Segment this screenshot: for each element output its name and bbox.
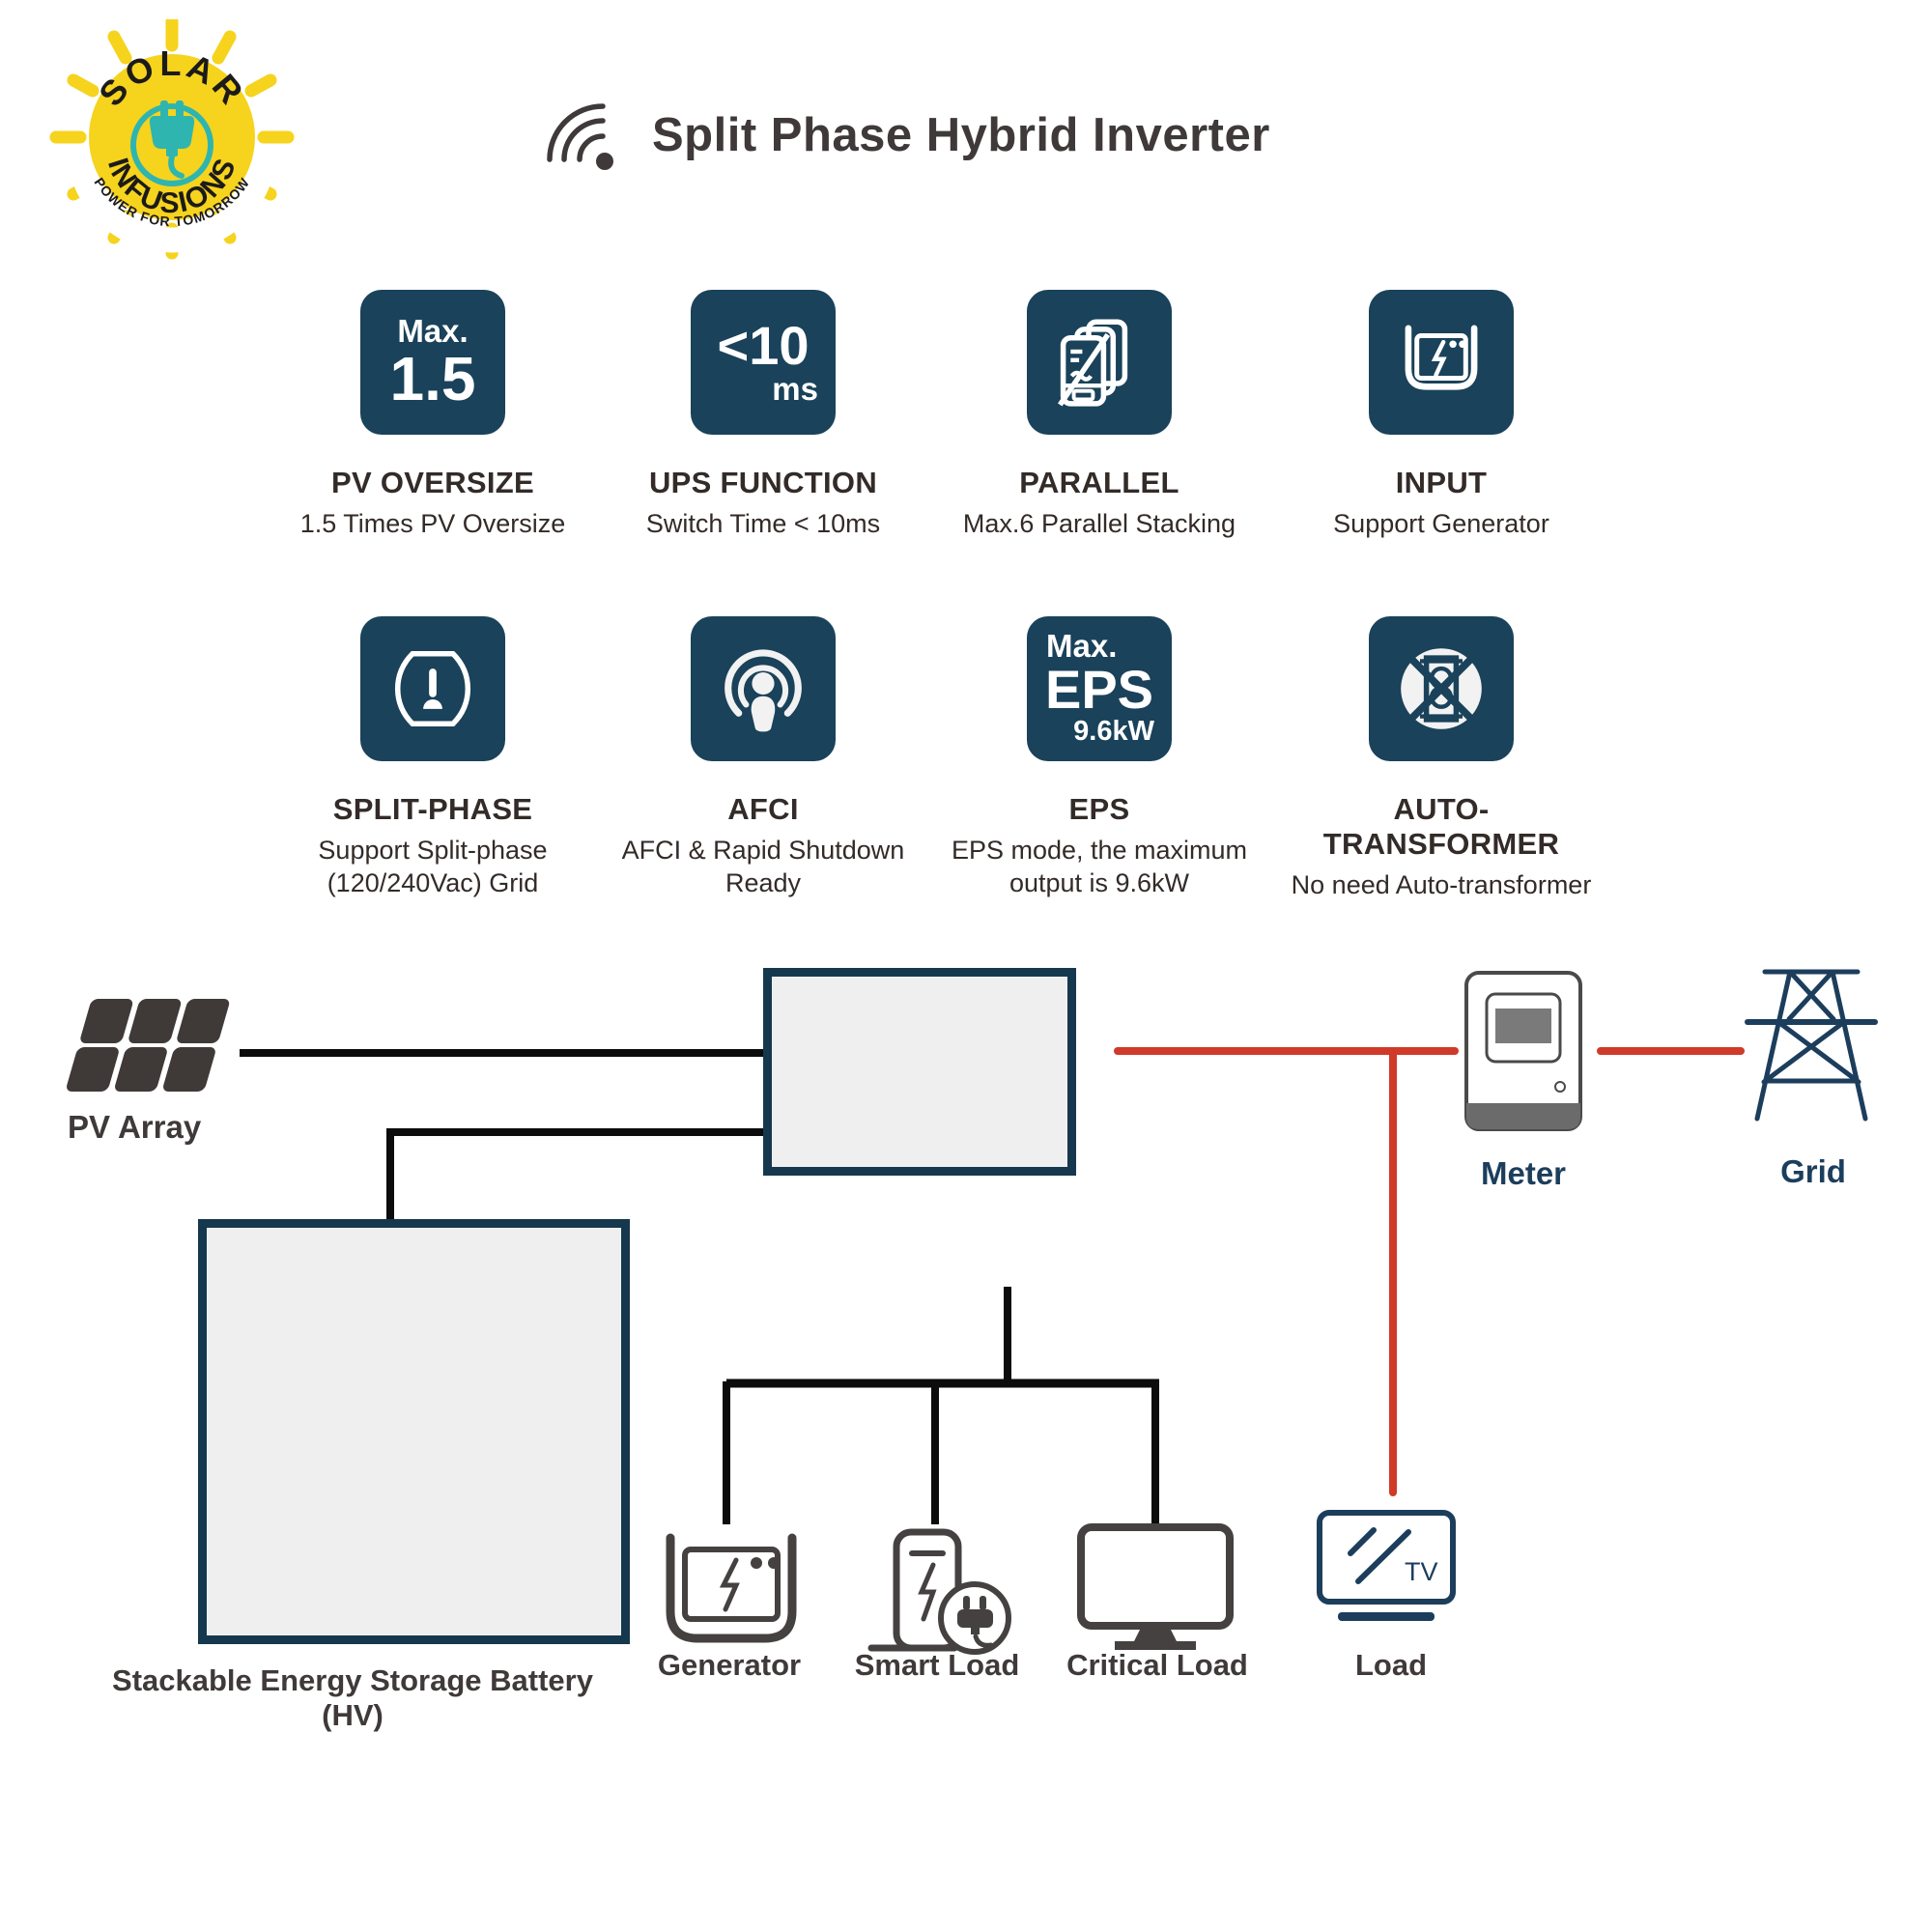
plug-icon [130,100,213,186]
feature-subtitle: Support Split-phase (120/240Vac) Grid [318,836,548,897]
parallel-badge [1027,290,1172,435]
feature-subtitle: Support Generator [1333,509,1549,538]
load-label: Load [1354,1648,1428,1682]
critical-load-icon [1077,1523,1234,1650]
split-phase-badge [360,616,505,761]
feature-title: AFCI [727,792,799,826]
feature-split-phase: SPLIT-PHASE Support Split-phase (120/240… [269,616,597,900]
badge-text: <10 [717,314,810,376]
feature-subtitle: AFCI & Rapid Shutdown Ready [621,836,905,897]
feature-pv-oversize: Max. 1.5 PV OVERSIZE 1.5 Times PV Oversi… [269,290,597,541]
tv-text: TV [1405,1557,1438,1586]
generator-icon [1405,325,1478,390]
meter-label: Meter [1480,1155,1567,1191]
signal-icon [547,103,613,170]
parallel-stack-icon [1058,319,1128,407]
grid-tower-icon [1745,969,1878,1122]
badge-text: ms [772,370,818,407]
auto-transformer-badge [1369,616,1514,761]
meter-icon [1464,971,1582,1131]
input-badge [1369,290,1514,435]
outlet-icon [394,650,471,727]
battery-box [198,1219,630,1644]
feature-subtitle: 1.5 Times PV Oversize [299,509,566,538]
feature-subtitle: Max.6 Parallel Stacking [962,509,1236,538]
dc-lines [240,1049,1159,1524]
badge-text: EPS [1044,659,1154,721]
badge-text: Max. [397,312,469,349]
battery-label: Stackable Energy Storage Battery (HV) [112,1663,593,1732]
generator-device-icon [666,1533,797,1643]
feature-subtitle: Switch Time < 10ms [645,509,881,538]
pv-array-label: PV Array [68,1109,202,1145]
afci-badge [691,616,836,761]
badge-text: 1.5 [389,344,476,414]
feature-title: PARALLEL [1019,466,1179,499]
solar-infusions-logo: SOLAR INFUSIONS POWER FOR TOMORROW [49,19,295,260]
ac-lines [1114,1047,1745,1496]
feature-input: INPUT Support Generator [1277,290,1605,541]
feature-subtitle: EPS mode, the maximum output is 9.6kW [951,836,1248,897]
feature-auto-transformer: AUTO-TRANSFORMER No need Auto-transforme… [1277,616,1605,902]
grid-label: Grid [1780,1153,1846,1189]
feature-title: SPLIT-PHASE [332,792,533,826]
feature-afci: AFCI AFCI & Rapid Shutdown Ready [599,616,927,900]
smart-load-label: Smart Load [854,1648,1020,1682]
logo-banner [69,163,275,253]
feature-title: UPS FUNCTION [648,466,878,499]
feature-title: AUTO-TRANSFORMER [1322,792,1560,861]
plug-badge-icon [957,1596,993,1634]
pv-array-icon [67,999,230,1092]
feature-subtitle: No need Auto-transformer [1291,870,1592,899]
page-title: Split Phase Hybrid Inverter [652,109,1270,161]
feature-parallel: PARALLEL Max.6 Parallel Stacking [935,290,1264,541]
eps-badge: Max. EPS 9.6kW [1027,616,1172,761]
generator-label: Generator [657,1648,802,1682]
feature-title: PV OVERSIZE [330,466,535,499]
smart-load-icon [867,1528,1011,1655]
broadcast-person-icon [724,649,802,732]
ups-function-badge: <10 ms [691,290,836,435]
feature-eps: Max. EPS 9.6kW EPS EPS mode, the maximum… [935,616,1264,900]
feature-title: EPS [1068,792,1130,826]
feature-title: INPUT [1395,466,1488,499]
badge-text: 9.6kW [1073,716,1154,748]
pv-oversize-badge: Max. 1.5 [360,290,505,435]
badge-text: Max. [1046,627,1118,664]
critical-load-label: Critical Load [1066,1648,1248,1682]
no-auto-transformer-icon [1401,648,1482,729]
inverter-box [763,968,1076,1176]
feature-ups-function: <10 ms UPS FUNCTION Switch Time < 10ms [599,290,927,541]
load-tv-icon: TV [1317,1510,1456,1621]
